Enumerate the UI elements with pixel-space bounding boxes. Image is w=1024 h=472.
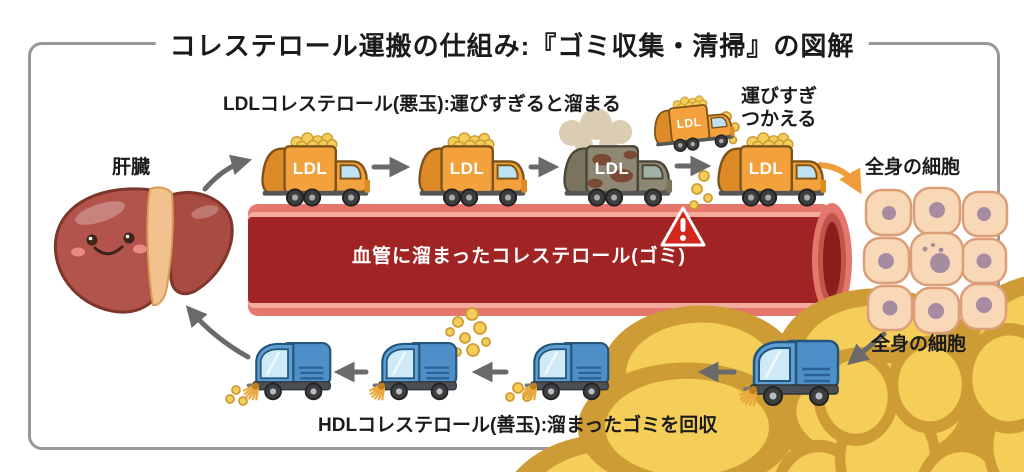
warning-icon <box>660 206 706 247</box>
hdl-truck-1 <box>242 341 332 401</box>
overflow-note: 運びすぎ つかえる <box>741 85 817 131</box>
overflow-note-line2: つかえる <box>741 109 817 130</box>
hdl-truck-2 <box>368 341 458 401</box>
cells-label-bottom: 全身の細胞 <box>871 334 967 355</box>
overflow-note-line1: 運びすぎ <box>741 86 818 107</box>
body-cells-illustration <box>862 186 1009 335</box>
liver-label: 肝臓 <box>112 157 151 178</box>
cells-label-top: 全身の細胞 <box>865 157 961 178</box>
diagram-title: コレステロール運搬の仕組み:『ゴミ収集・清掃』の図解 <box>155 26 869 63</box>
arrow-cells-to-hdl <box>847 331 887 366</box>
ldl-truck-3-label: LDL <box>594 159 630 178</box>
ldl-truck-4-label: LDL <box>748 159 784 178</box>
ldl-truck-2-label: LDL <box>449 159 485 178</box>
ldl-truck-1-label: LDL <box>292 159 328 178</box>
flow-arrows <box>185 154 887 383</box>
hdl-truck-3 <box>520 341 610 401</box>
ldl-caption: LDLコレステロール(悪玉):運びすぎると溜まる <box>223 94 621 115</box>
liver-illustration <box>53 186 234 314</box>
arrow-ldl-to-cells <box>817 162 862 195</box>
arrow-hdl-to-liver <box>185 305 251 360</box>
vessel-caption: 血管に溜まったコレステロール(ゴミ) <box>352 246 686 267</box>
arrow-liver-to-ldl <box>202 154 253 192</box>
liver-face <box>71 232 147 257</box>
hdl-caption: HDLコレステロール(善玉):溜まったゴミを回収 <box>318 415 718 436</box>
